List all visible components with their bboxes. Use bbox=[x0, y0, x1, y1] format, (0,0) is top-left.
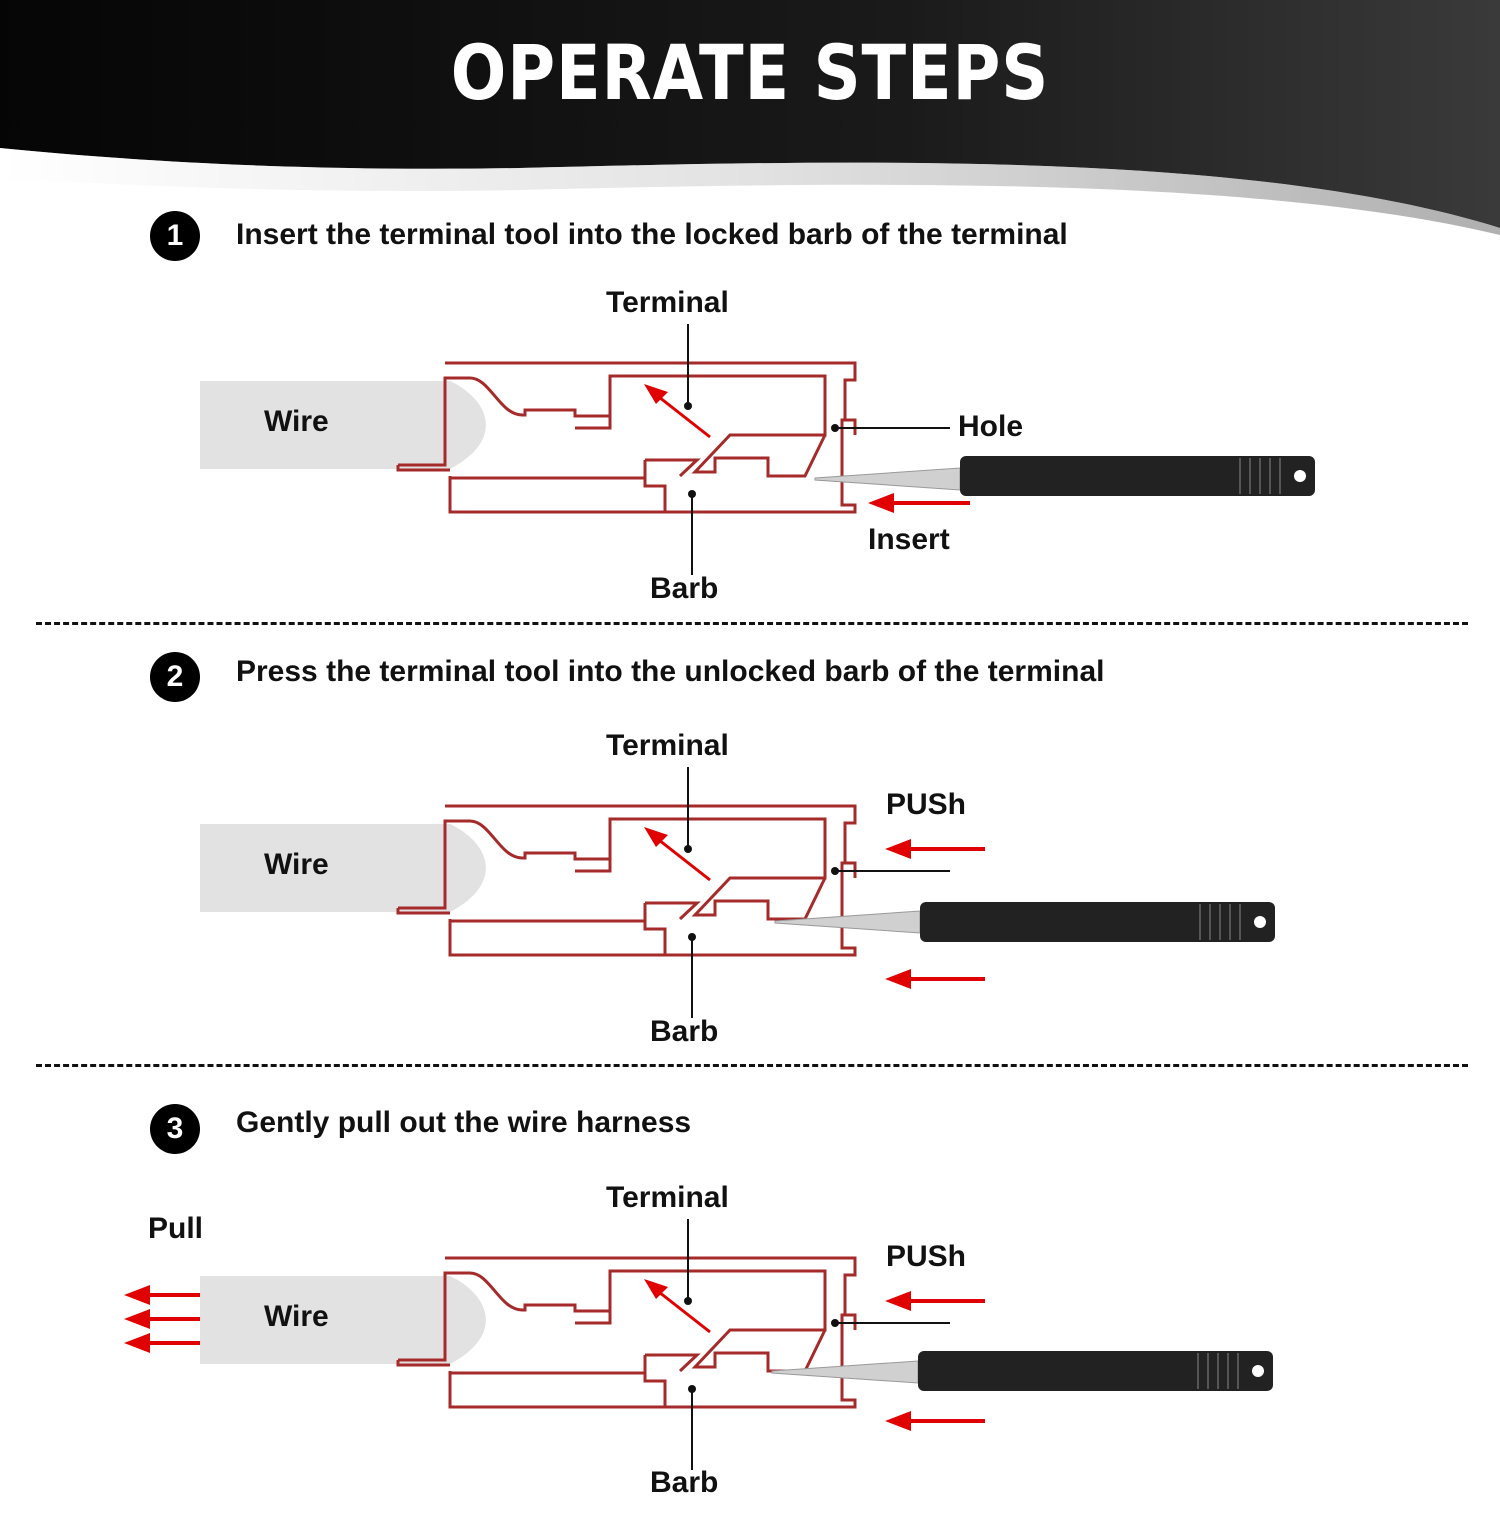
pull-label: Pull bbox=[148, 1212, 204, 1245]
insert-label: Insert bbox=[868, 523, 950, 556]
step-number-badge: 2 bbox=[150, 652, 200, 702]
barb-label: Barb bbox=[650, 572, 719, 605]
wire bbox=[200, 381, 450, 469]
header-banner bbox=[0, 0, 1500, 235]
wire bbox=[200, 824, 450, 912]
barb-label: Barb bbox=[650, 1466, 719, 1499]
step-instruction: Gently pull out the wire harness bbox=[236, 1106, 692, 1139]
pull-arrows bbox=[124, 1285, 200, 1353]
step-number-badge: 1 bbox=[150, 211, 200, 261]
terminal-outline bbox=[396, 804, 857, 957]
terminal-diagram bbox=[200, 324, 1315, 575]
step-instruction: Press the terminal tool into the unlocke… bbox=[236, 655, 1105, 688]
terminal-outline bbox=[396, 361, 857, 514]
page-title: OPERATE STEPS bbox=[450, 28, 1050, 117]
terminal-label: Terminal bbox=[606, 1181, 729, 1214]
push-label: PUSh bbox=[886, 1240, 967, 1273]
push-label: PUSh bbox=[886, 788, 967, 821]
terminal-diagram bbox=[200, 767, 1275, 1018]
step-instruction: Insert the terminal tool into the locked… bbox=[236, 218, 1068, 251]
wire-label: Wire bbox=[264, 1300, 329, 1333]
step-divider bbox=[36, 622, 1468, 625]
wire-label: Wire bbox=[264, 405, 329, 438]
terminal-label: Terminal bbox=[606, 729, 729, 762]
barb-label: Barb bbox=[650, 1015, 719, 1048]
wire-label: Wire bbox=[264, 848, 329, 881]
terminal-tool bbox=[771, 1351, 1273, 1391]
step-number-badge: 3 bbox=[150, 1104, 200, 1154]
terminal-tool bbox=[774, 902, 1275, 942]
step-divider bbox=[36, 1064, 1468, 1067]
wire bbox=[200, 1276, 450, 1364]
hole-label: Hole bbox=[958, 410, 1024, 443]
terminal-diagram bbox=[124, 1219, 1273, 1470]
terminal-label: Terminal bbox=[606, 286, 729, 319]
terminal-tool bbox=[814, 456, 1315, 496]
